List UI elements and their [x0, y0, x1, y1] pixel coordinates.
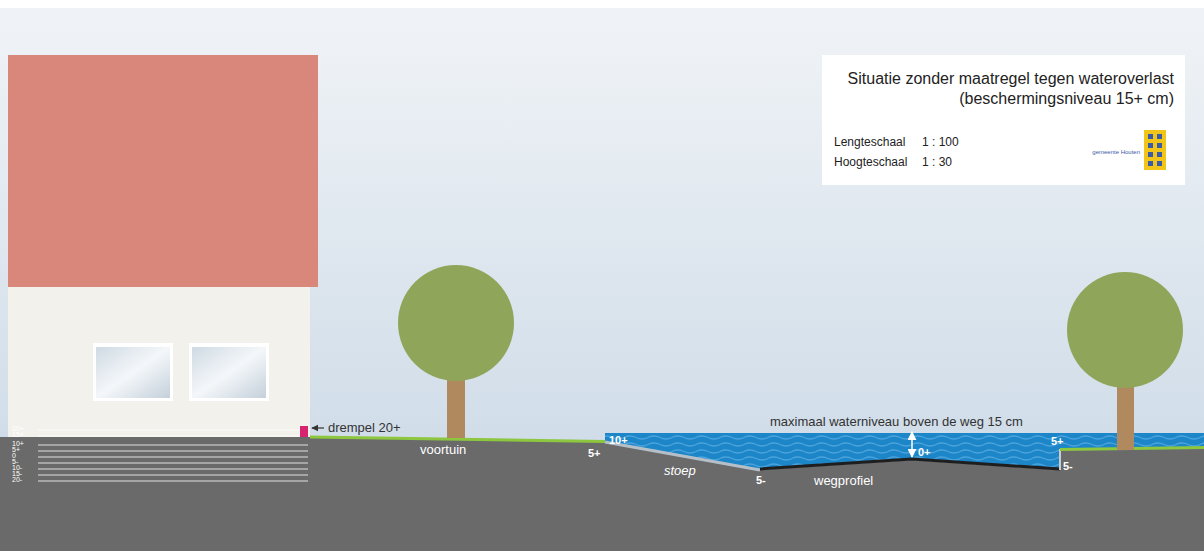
- legend-title: Situatie zonder maatregel tegen waterove…: [834, 69, 1174, 109]
- scale-name: Lengteschaal: [834, 135, 905, 150]
- curb: [1059, 449, 1061, 470]
- window-frame: [93, 343, 173, 401]
- level-mark: 0+: [918, 446, 931, 458]
- municipality-logo: [1080, 128, 1170, 172]
- surface-name: stoep: [664, 464, 696, 478]
- ground: [0, 437, 1204, 551]
- scale-name: Hoogteschaal: [834, 155, 907, 170]
- level-mark: 5-: [1063, 460, 1073, 472]
- legend-box: Situatie zonder maatregel tegen waterove…: [822, 55, 1185, 185]
- logo-text: gemeente Houten: [1092, 149, 1140, 157]
- window-frame: [189, 343, 269, 401]
- window-glass: [192, 347, 266, 398]
- tree-crown: [1067, 272, 1183, 388]
- logo-shield: [1144, 130, 1166, 170]
- window-glass: [96, 347, 170, 398]
- level-mark: 5+: [588, 447, 601, 459]
- scale-value: 1 : 100: [922, 135, 959, 150]
- threshold-label: drempel 20+: [328, 421, 401, 435]
- road-profile: [760, 459, 1060, 469]
- tree-trunk: [1117, 380, 1134, 450]
- height-mark: 15+: [12, 431, 24, 439]
- scale-value: 1 : 30: [922, 155, 952, 170]
- water-level-note: maximaal waterniveau boven de weg 15 cm: [770, 415, 1023, 429]
- height-scale: [38, 430, 308, 481]
- tree-crown: [398, 265, 514, 381]
- level-mark: 5+: [1051, 435, 1064, 447]
- threshold-pointer: [312, 427, 324, 428]
- top-band: [0, 0, 1204, 8]
- surface-name: wegprofiel: [814, 474, 873, 488]
- roof: [8, 55, 318, 287]
- threshold: [300, 426, 308, 437]
- level-mark: 10+: [609, 434, 628, 446]
- house-wall: [8, 287, 310, 437]
- water-level-arrow: [911, 432, 913, 457]
- height-mark: 20-: [12, 476, 22, 484]
- surface-name: voortuin: [420, 443, 466, 457]
- tree-trunk: [447, 372, 465, 438]
- level-mark: 5-: [756, 474, 766, 486]
